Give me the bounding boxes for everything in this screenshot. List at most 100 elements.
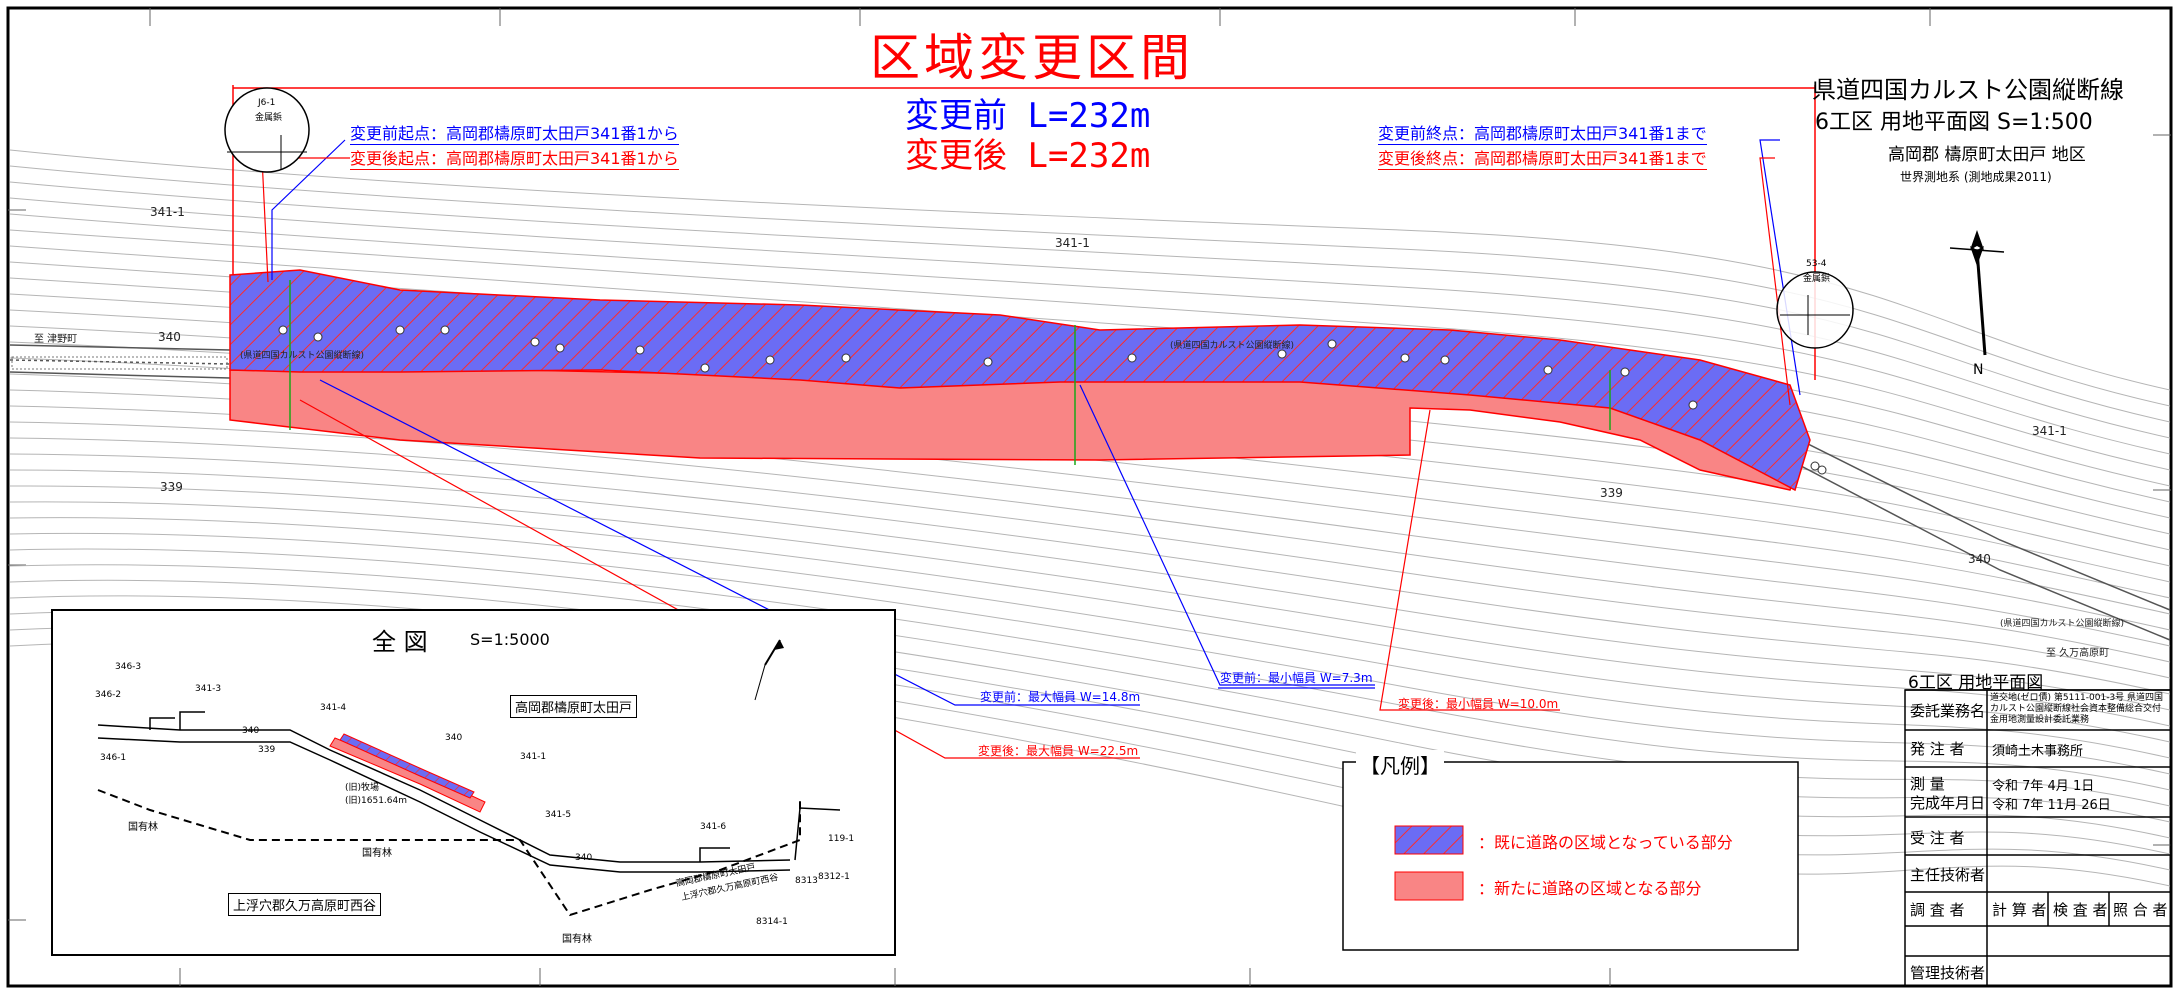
north-arrow-icon bbox=[1949, 230, 2005, 356]
overview-lot-label: 341-4 bbox=[320, 703, 347, 713]
tb-row-7-label: 管理技術者 bbox=[1910, 964, 1986, 982]
road-name-center: (県道四国カルスト公園縦断線) bbox=[1170, 341, 1295, 351]
parcel-341-1-center: 341-1 bbox=[1055, 236, 1090, 250]
monument-left-id: J6-1 bbox=[258, 98, 276, 108]
survey-point bbox=[1127, 353, 1137, 363]
overview-scale: S=1:5000 bbox=[470, 630, 550, 649]
monument-left bbox=[224, 87, 310, 173]
existing-road-area bbox=[229, 269, 1811, 492]
title-block-frame bbox=[1904, 689, 2172, 987]
overview-lot-label: 346-2 bbox=[95, 690, 122, 700]
overview-frame bbox=[51, 609, 896, 956]
tb-col-check: 検 査 者 bbox=[2053, 901, 2108, 919]
overview-forest-3: 国有林 bbox=[562, 934, 592, 945]
parcel-341-1-left: 341-1 bbox=[150, 205, 185, 219]
section-title: 区域変更区間 bbox=[870, 29, 1194, 87]
overview-lot-label: 341-6 bbox=[700, 822, 727, 832]
tb-row-2-label: 測 量 bbox=[1910, 775, 1945, 793]
survey-point bbox=[278, 325, 288, 335]
to-tsuno-label: 至 津野町 bbox=[34, 334, 78, 345]
end-before-label: 変更前終点：高岡郡檮原町太田戸341番1まで bbox=[1378, 120, 1707, 145]
survey-point bbox=[1817, 465, 1827, 475]
tb-row-0-label: 委託業務名 bbox=[1910, 702, 1986, 720]
min-width-after: 変更後：最小幅員 W=10.0m bbox=[1398, 697, 1559, 711]
overview-existing-area bbox=[339, 733, 475, 799]
monument-right-kind: 金属鋲 bbox=[1803, 274, 1831, 284]
overview-road-len-2: (旧)1651.64m bbox=[345, 796, 408, 806]
survey-point bbox=[841, 353, 851, 363]
monument-left-kind: 金属鋲 bbox=[255, 113, 283, 123]
road-name-right: (県道四国カルスト公園縦断線) bbox=[2000, 619, 2125, 629]
project-name: 県道四国カルスト公園縦断線 bbox=[1812, 76, 2124, 104]
overview-lot-label: 340 bbox=[575, 853, 593, 863]
overview-forest-1: 国有林 bbox=[128, 822, 158, 833]
parcel-339-right: 339 bbox=[1600, 486, 1623, 500]
road-name-left: (県道四国カルスト公園縦断線) bbox=[240, 351, 365, 361]
max-width-before: 変更前：最大幅員 W=14.8m bbox=[980, 690, 1141, 704]
survey-point bbox=[1440, 355, 1450, 365]
parcel-340-right: 340 bbox=[1968, 552, 1991, 566]
north-label: N bbox=[1973, 362, 1984, 378]
overview-lot-label: 8313 bbox=[795, 876, 818, 886]
tb-row-0-value: 道交地(ゼロ債) 第5111-001-3号 県道四国カルスト公園縦断線社会資本整… bbox=[1990, 693, 2164, 725]
survey-point bbox=[1543, 365, 1553, 375]
tb-row-4-label: 受 注 者 bbox=[1910, 829, 1965, 847]
overview-lot-label: 341-1 bbox=[520, 752, 547, 762]
survey-point bbox=[1620, 367, 1630, 377]
legend-new-label: ：新たに道路の区域となる部分 bbox=[1478, 879, 1702, 898]
overview-north-icon bbox=[754, 639, 784, 701]
sheet-frame bbox=[6, 6, 2173, 988]
project-subtitle: 6工区 用地平面図 S=1:500 bbox=[1815, 110, 2093, 135]
overview-lot-label: 8314-1 bbox=[756, 917, 788, 927]
legend-new-swatch bbox=[1394, 871, 1464, 901]
monument-right-id: 53-4 bbox=[1806, 259, 1827, 269]
survey-points bbox=[278, 325, 1827, 475]
after-length: 変更後 L=232m bbox=[905, 136, 1151, 176]
overview-lot-label: 119-1 bbox=[828, 834, 855, 844]
overview-lot-label: 340 bbox=[242, 726, 260, 736]
to-kuma-label: 至 久万高原町 bbox=[2046, 648, 2110, 659]
tb-col-calc: 計 算 者 bbox=[1992, 901, 2047, 919]
overview-roads bbox=[97, 711, 841, 917]
tb-row-5-label: 主任技術者 bbox=[1910, 866, 1986, 884]
survey-point bbox=[1400, 353, 1410, 363]
survey-point bbox=[1327, 339, 1337, 349]
overview-forest-2: 国有林 bbox=[362, 848, 392, 859]
tb-row-1-value: 須崎土木事務所 bbox=[1992, 744, 2084, 759]
survey-point bbox=[440, 325, 450, 335]
parcel-339-left: 339 bbox=[160, 480, 183, 494]
tb-row-1-label: 発 注 者 bbox=[1910, 740, 1965, 758]
start-after-label: 変更後起点：高岡郡檮原町太田戸341番1から bbox=[350, 145, 679, 170]
overview-lot-label: 8312-1 bbox=[818, 872, 850, 882]
overview-place-sub: 上浮穴郡久万高原町西谷 bbox=[228, 893, 382, 916]
overview-place-main: 高岡郡檮原町太田戸 bbox=[510, 695, 638, 718]
overview-lot-label: 339 bbox=[258, 745, 276, 755]
monument-right bbox=[1776, 271, 1854, 349]
max-width-after: 変更後：最大幅員 W=22.5m bbox=[978, 744, 1139, 758]
survey-point bbox=[313, 332, 323, 342]
project-area: 高岡郡 檮原町太田戸 地区 bbox=[1888, 145, 2086, 165]
legend-existing-label: ：既に道路の区域となっている部分 bbox=[1478, 833, 1733, 852]
title-block-title: 6工区 用地平面図 bbox=[1908, 673, 2044, 693]
survey-point bbox=[700, 363, 710, 373]
parcel-341-1-right: 341-1 bbox=[2032, 424, 2067, 438]
tb-row-6-label: 調 査 者 bbox=[1910, 901, 1965, 919]
guardrail bbox=[11, 356, 228, 370]
min-width-before: 変更前：最小幅員 W=7.3m bbox=[1220, 671, 1373, 685]
overview-lot-label: 341-5 bbox=[545, 810, 572, 820]
overview-lot-label: 340 bbox=[445, 733, 463, 743]
overview-title: 全 図 bbox=[372, 628, 428, 656]
overview-road-len-1: (旧)牧場 bbox=[345, 783, 380, 793]
survey-point bbox=[983, 357, 993, 367]
legend-existing-swatch bbox=[1394, 825, 1464, 855]
tb-row-3-label: 完成年月日 bbox=[1910, 794, 1986, 812]
survey-point bbox=[395, 325, 405, 335]
tb-row-3-value: 令和 7年 11月 26日 bbox=[1992, 798, 2111, 813]
before-length: 変更前 L=232m bbox=[905, 96, 1151, 136]
survey-point bbox=[765, 355, 775, 365]
project-datum: 世界測地系 (測地成果2011) bbox=[1900, 170, 2052, 184]
legend-frame bbox=[1342, 761, 1799, 951]
survey-point bbox=[555, 343, 565, 353]
